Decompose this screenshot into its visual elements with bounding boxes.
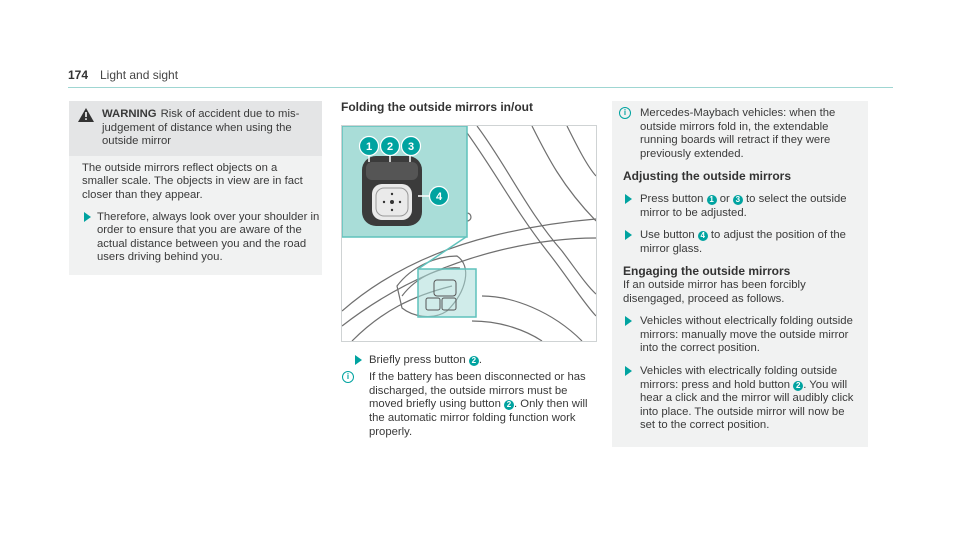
button-4-badge: 4 xyxy=(697,231,708,242)
button-3-badge: 3 xyxy=(732,194,743,205)
engage-step-2: Vehicles with electrically folding outsi… xyxy=(612,365,858,433)
folding-heading: Folding the outside mirrors in/out xyxy=(341,100,533,114)
callout-3: 3 xyxy=(408,141,414,153)
adjust-step-1-mid: or xyxy=(719,192,730,205)
header-rule xyxy=(68,87,893,88)
engage-step-1-text: Vehicles without electrically folding ou… xyxy=(640,315,853,355)
page-number: 174 xyxy=(68,68,89,82)
step-arrow-icon xyxy=(355,354,362,365)
adjusting-column: i Mercedes-Maybach vehicles: when the ou… xyxy=(612,101,868,447)
engage-step-1: Vehicles without electrically folding ou… xyxy=(612,315,858,356)
adjust-step-1-pre: Press button xyxy=(640,192,704,205)
folding-step-text: Briefly press button xyxy=(369,353,466,366)
callout-4: 4 xyxy=(436,191,443,203)
warning-triangle-icon xyxy=(78,108,94,122)
button-2-badge: 2 xyxy=(504,400,515,411)
folding-note-before: If the battery has been disconnected or … xyxy=(369,371,586,411)
engage-text: If an outside mirror has been forcibly d… xyxy=(623,278,806,305)
door-panel-illustration: 1 2 3 4 xyxy=(342,125,596,341)
button-2-badge: 2 xyxy=(468,355,479,366)
step-arrow-icon xyxy=(625,316,632,327)
adjust-step-2-pre: Use button xyxy=(640,229,695,242)
step-arrow-icon xyxy=(625,365,632,376)
button-1-badge: 1 xyxy=(706,194,717,205)
button-2-badge: 2 xyxy=(793,380,804,391)
warning-label: WARNING xyxy=(102,108,157,120)
engage-step-2-pre: Vehicles with electrically folding outsi… xyxy=(640,364,838,391)
step-arrow-icon xyxy=(625,193,632,204)
page-header: 174 Light and sight xyxy=(68,68,893,88)
callout-2: 2 xyxy=(387,141,393,153)
folding-column: Folding the outside mirrors in/out xyxy=(341,100,597,439)
folding-note-after: . Only then will the automatic mirror fo… xyxy=(369,398,588,438)
step-arrow-icon xyxy=(625,230,632,241)
adjust-step-2-post: to adjust the position of the mirror gla… xyxy=(640,229,846,255)
maybach-note: i Mercedes-Maybach vehicles: when the ou… xyxy=(612,107,858,161)
callout-1: 1 xyxy=(366,141,372,153)
adjust-step-1: Press button 1 or 3 to select the outsid… xyxy=(612,193,858,220)
section-title: Light and sight xyxy=(100,68,179,82)
adjust-step-1-post: to select the outside mirror to be adjus… xyxy=(640,192,847,219)
warning-step-text: Therefore, always look over your shoulde… xyxy=(97,210,320,264)
info-box: i Mercedes-Maybach vehicles: when the ou… xyxy=(612,101,868,447)
warning-title: Risk of accident due to mis-judgement of… xyxy=(102,108,300,148)
adjust-heading: Adjusting the outside mirrors xyxy=(623,169,792,184)
step-arrow-icon xyxy=(84,211,91,222)
info-icon: i xyxy=(342,371,354,384)
warning-step: Therefore, always look over your shoulde… xyxy=(69,211,322,265)
mirror-control-figure: 1 2 3 4 xyxy=(341,124,597,342)
engage-step-2-post: . You will hear a click and the mirror w… xyxy=(640,378,854,432)
adjust-step-2: Use button 4 to adjust the position of t… xyxy=(612,229,858,256)
warning-body: The outside mirrors reflect objects on a… xyxy=(82,161,303,201)
engage-heading: Engaging the outside mirrors xyxy=(623,264,791,279)
folding-step: Briefly press button 2. xyxy=(341,354,595,368)
folding-note: i If the battery has been disconnected o… xyxy=(341,371,595,439)
info-icon: i xyxy=(619,107,631,119)
maybach-note-text: Mercedes-Maybach vehicles: when the outs… xyxy=(640,107,836,160)
